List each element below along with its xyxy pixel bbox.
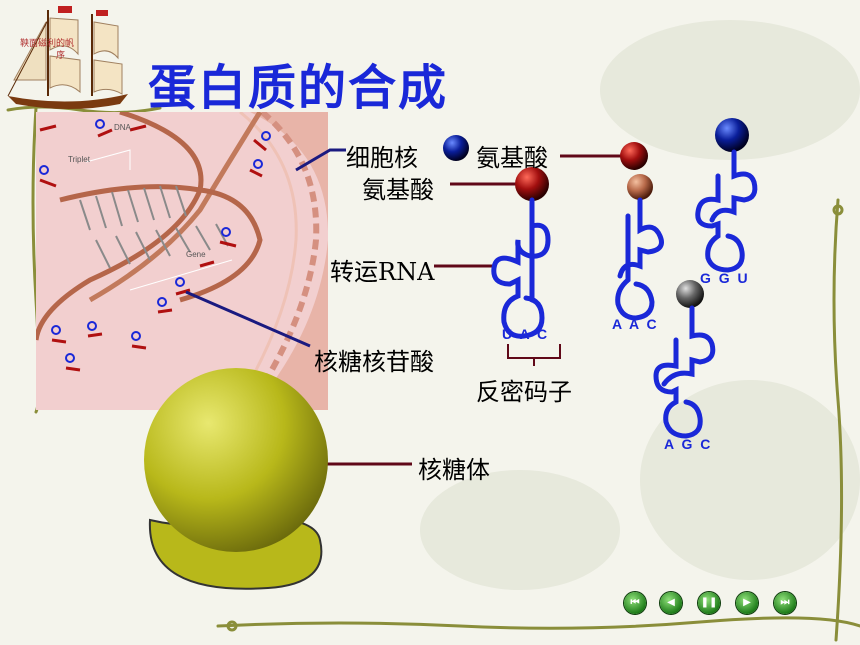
trna-4 — [653, 305, 716, 439]
prev-icon: ◀ — [667, 597, 675, 608]
amino-acid-label-1: 氨基酸 — [476, 144, 548, 172]
amino-acid-blue-small — [443, 135, 469, 161]
nav-pause-button[interactable]: ❚❚ — [698, 592, 720, 614]
page-title: 蛋白质的合成 — [148, 60, 449, 116]
nucleus-panel — [36, 112, 328, 410]
nav-last-button[interactable]: ⏭ — [774, 592, 796, 614]
trna-codon-2: A A C — [612, 316, 659, 332]
amino-acid-gray — [676, 280, 704, 308]
ribosome-label: 核糖体 — [418, 456, 490, 484]
first-icon: ⏮ — [630, 597, 640, 608]
amino-acid-red-2 — [620, 142, 648, 170]
ribosome — [144, 368, 328, 590]
nucleus-label: 细胞核 — [346, 144, 418, 172]
dna-label: DNA — [114, 123, 132, 132]
leader-lines — [185, 148, 622, 466]
trna-codon-1: U A C — [502, 326, 550, 342]
next-icon: ▶ — [743, 597, 751, 608]
trna-1 — [491, 197, 551, 339]
trna-codon-3: G G U — [700, 270, 750, 286]
ship-logo — [7, 6, 128, 109]
amino-acid-blue-large — [715, 118, 749, 152]
trna-2 — [615, 197, 664, 321]
anticodon-label: 反密码子 — [476, 378, 572, 406]
ship-caption-2: 序 — [56, 51, 66, 61]
trna-label: 转运RNA — [330, 258, 435, 286]
pause-icon: ❚❚ — [700, 597, 718, 608]
triplet-label: Triplet — [68, 155, 91, 164]
gene-label: Gene — [186, 250, 206, 259]
nav-prev-button[interactable]: ◀ — [660, 592, 682, 614]
trna-3 — [695, 149, 758, 273]
nav-next-button[interactable]: ▶ — [736, 592, 758, 614]
nav-first-button[interactable]: ⏮ — [624, 592, 646, 614]
last-icon: ⏭ — [780, 597, 790, 608]
trna-codon-4: A G C — [664, 436, 713, 452]
anticodon-bracket — [507, 344, 561, 366]
nucleotide-label: 核糖核苷酸 — [314, 348, 434, 376]
amino-acid-label-2: 氨基酸 — [362, 176, 434, 204]
ship-caption: 鞅面磁利的帆 — [20, 39, 75, 49]
amino-acid-red-1 — [515, 167, 549, 201]
amino-acid-tan — [627, 174, 653, 200]
